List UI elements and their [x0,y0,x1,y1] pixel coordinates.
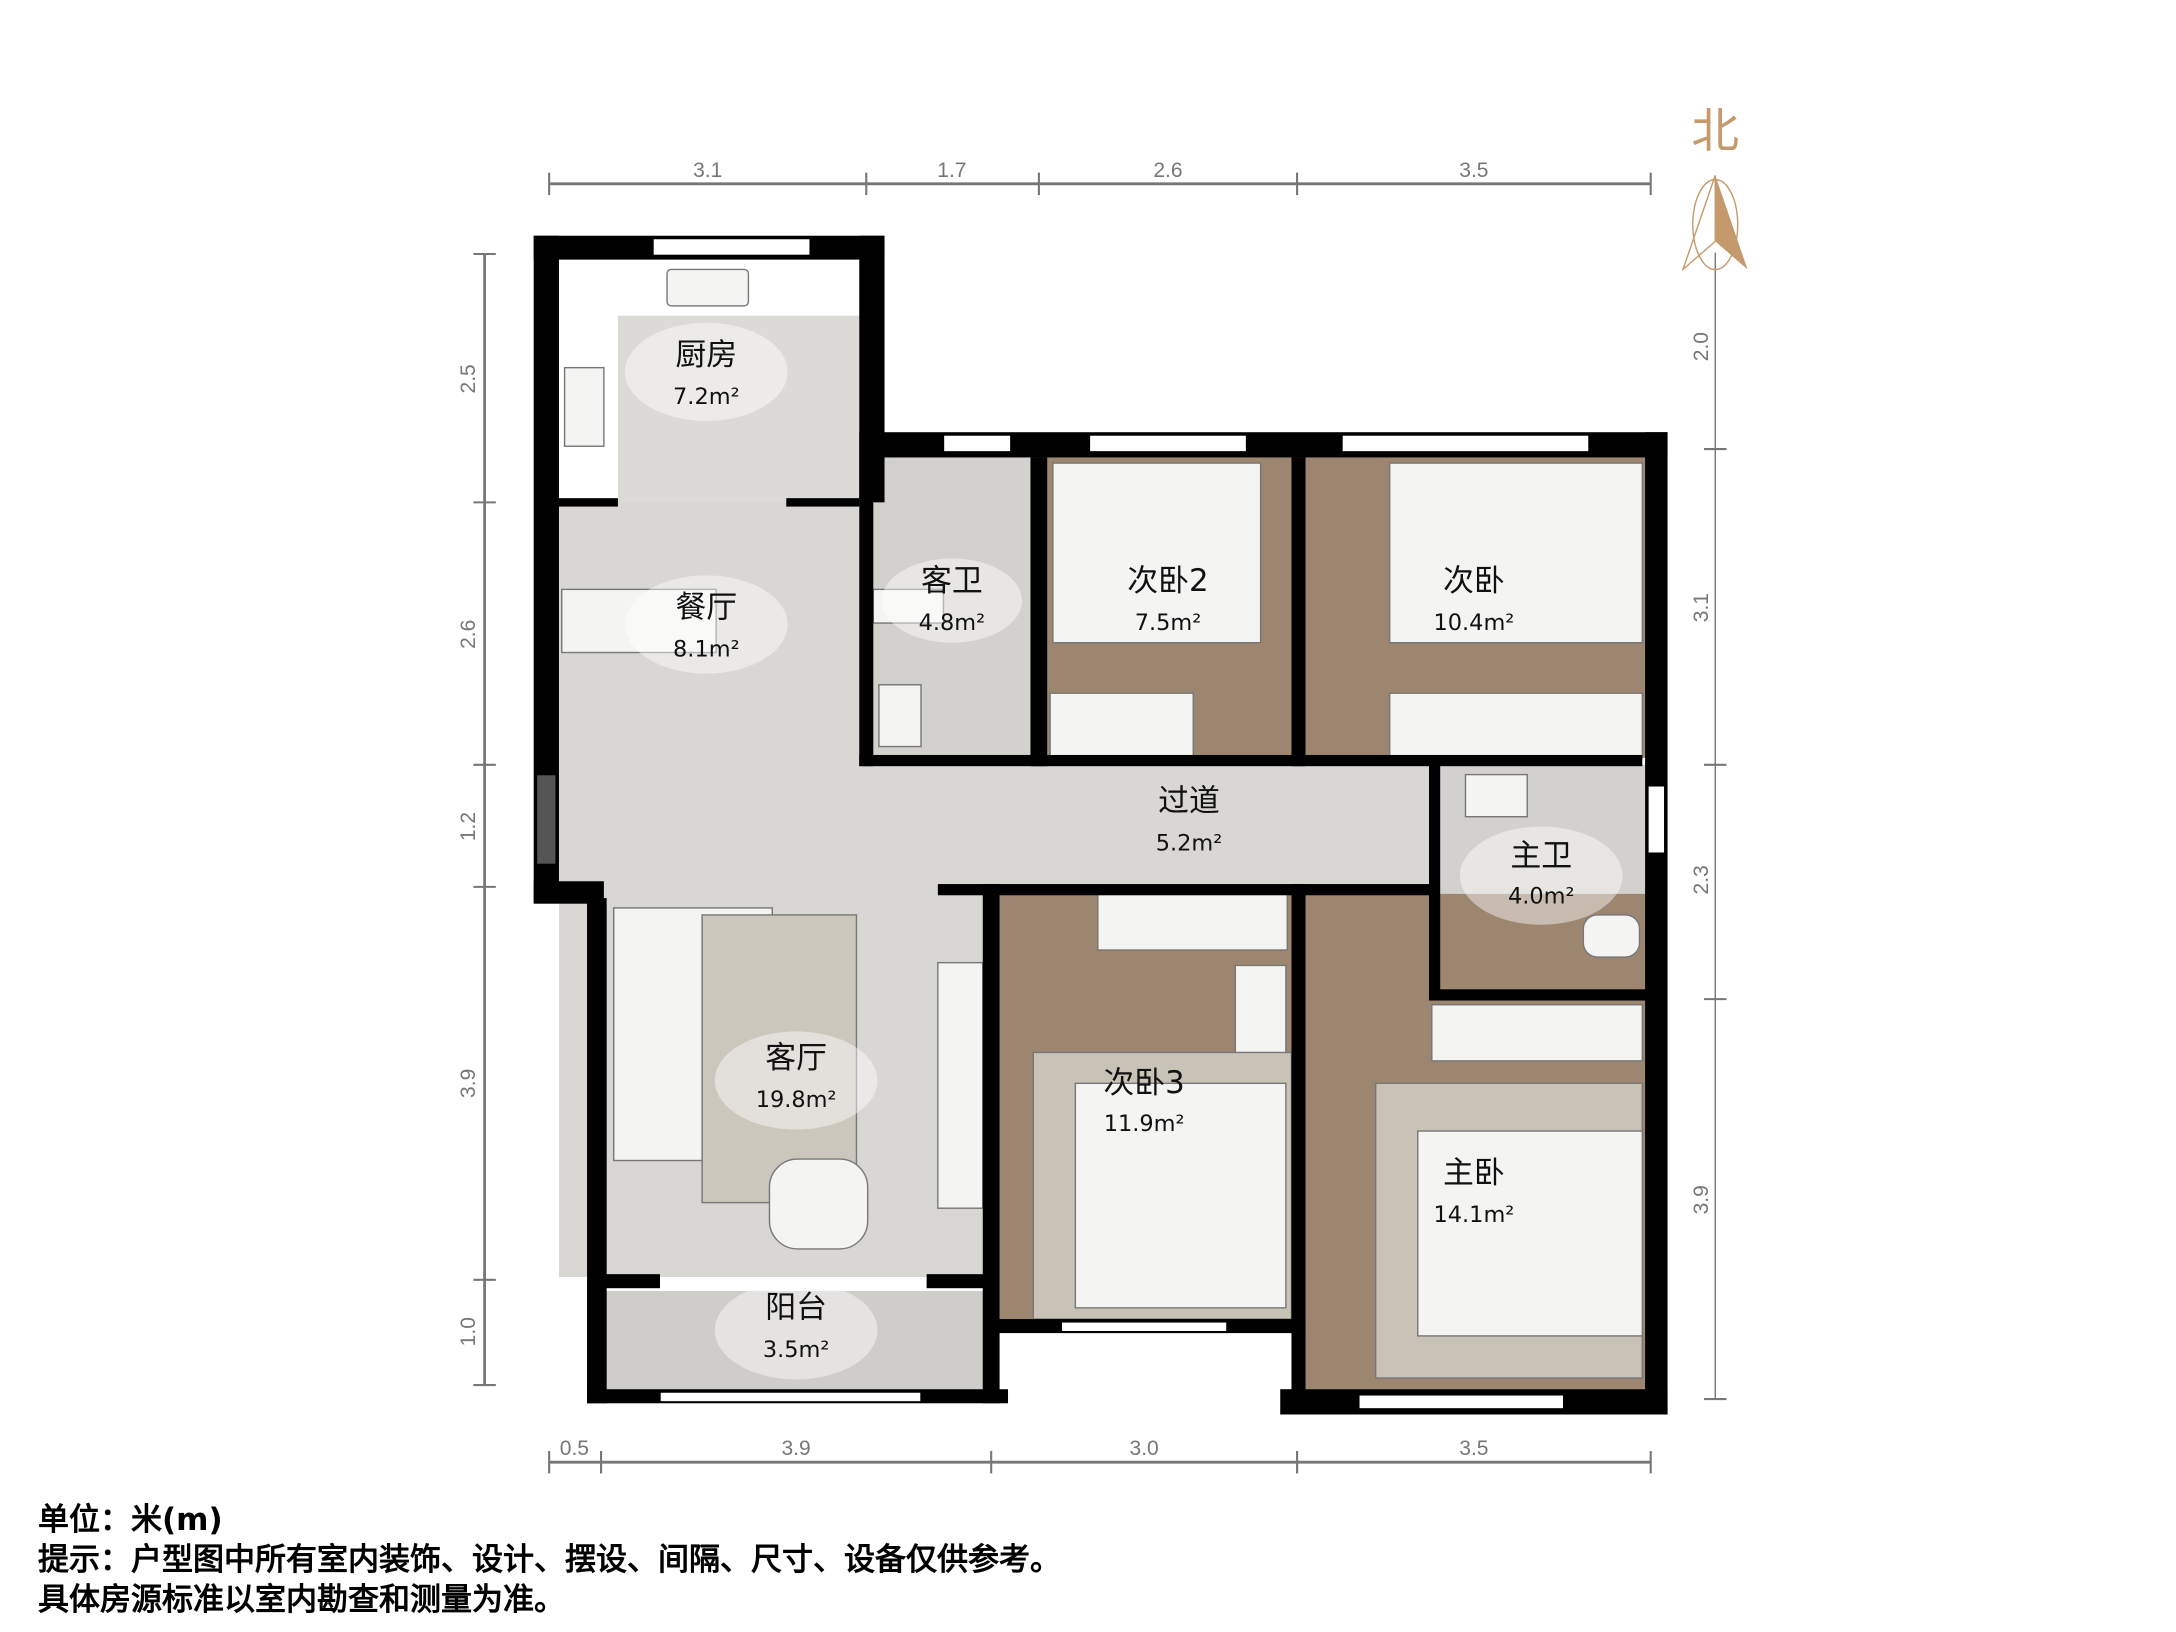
bed-bedroom3-mattress [1074,1082,1287,1309]
balcony-floor [603,1291,994,1393]
room-name-dining: 餐厅 [675,589,737,625]
room-area-kitchen: 7.2m² [673,384,740,410]
disclaimer-note: 提示：户型图中所有室内装饰、设计、摆设、间隔、尺寸、设备仅供参考。 [38,1542,1061,1578]
standard-note: 具体房源标准以室内勘查和测量为准。 [38,1582,565,1618]
room-area-bedroom: 10.4m² [1433,610,1514,636]
dim-left: 1.0 [457,1317,480,1346]
window [1647,785,1666,854]
dim-right: 2.0 [1690,332,1713,361]
dim-left: 1.2 [457,812,480,841]
tv-cabinet [937,961,984,1209]
room-area-bedroom2: 7.5m² [1135,610,1202,636]
room-name-living: 客厅 [765,1040,827,1076]
dim-right: 2.3 [1690,865,1713,894]
toilet [1582,914,1641,958]
room-area-corridor: 5.2m² [1156,830,1223,856]
room-area-living: 19.8m² [756,1087,837,1113]
kitchen-tile-floor [617,315,860,501]
room-name-bedroom2: 次卧2 [1127,563,1208,599]
compass: 北 [1681,104,1748,272]
entrance-door [535,773,557,866]
windows [535,237,1666,1410]
window [1088,434,1248,453]
bed-bedroom2 [1052,462,1262,644]
compass-arrow-outline-icon [1681,175,1716,272]
compass-north-label: 北 [1691,104,1739,159]
dim-top: 2.6 [1153,159,1182,182]
room-area-dining: 8.1m² [673,637,740,663]
room-area-bedroom3: 11.9m² [1104,1111,1185,1137]
wardrobe-bedroom3 [1097,893,1288,951]
window [659,1391,922,1403]
room-name-bedroom: 次卧 [1443,563,1505,599]
dimension-lines [473,172,1727,1474]
desk [1234,964,1287,1062]
corridor-floor [859,764,1432,886]
wardrobe-master [1431,1004,1643,1062]
dimension-labels: 3.1 1.7 2.6 3.5 0.5 3.9 3.0 3.5 2.5 2.6 … [457,159,1713,1460]
window [1060,1321,1228,1333]
room-name-guest-bath: 客卫 [921,563,983,599]
compass-arrow-icon [1715,175,1748,270]
bed-master [1417,1130,1643,1337]
room-area-guest-bath: 4.8m² [919,610,986,636]
dim-bottom: 3.9 [781,1437,810,1460]
room-name-master-bedroom: 主卧 [1443,1155,1505,1191]
bed-bedroom [1389,462,1643,644]
dim-bottom: 3.5 [1459,1437,1488,1460]
dim-left: 2.5 [457,364,480,393]
dim-left: 2.6 [457,620,480,649]
dim-right: 3.1 [1690,593,1713,622]
room-name-bedroom3: 次卧3 [1103,1065,1184,1101]
dim-bottom: 3.0 [1130,1437,1159,1460]
dim-top: 3.5 [1459,159,1488,182]
label-backdrops [624,322,1623,1380]
unit-note: 单位：米(m) [38,1502,223,1538]
room-name-kitchen: 厨房 [675,337,737,373]
rug [701,914,858,1204]
room-name-master-bath: 主卫 [1510,838,1572,874]
stove [563,366,605,447]
room-name-balcony: 阳台 [765,1290,827,1326]
dim-right: 3.9 [1690,1185,1713,1214]
dim-top: 1.7 [937,159,966,182]
window [652,237,811,257]
washbasin [1464,773,1528,818]
room-area-balcony: 3.5m² [763,1337,830,1363]
wardrobe-bedroom [1389,692,1643,759]
guest-bath-sink [878,684,922,748]
dim-left: 3.9 [457,1069,480,1098]
window [1341,434,1590,453]
window [1358,1394,1565,1410]
sink [666,268,750,307]
room-area-master-bath: 4.0m² [1508,884,1575,910]
dim-top: 3.1 [693,159,722,182]
furniture [561,268,1643,1379]
dining-table [561,588,717,654]
room-labels: 厨房 7.2m² 餐厅 8.1m² 客卫 4.8m² 次卧2 7.5m² 次卧 … [673,337,1574,1363]
armchair [768,1158,869,1250]
room-area-master-bedroom: 14.1m² [1433,1202,1514,1228]
room-name-corridor: 过道 [1158,783,1220,819]
dim-bottom: 0.5 [560,1437,589,1460]
window [942,434,1012,453]
wardrobe-bedroom2 [1049,692,1194,759]
